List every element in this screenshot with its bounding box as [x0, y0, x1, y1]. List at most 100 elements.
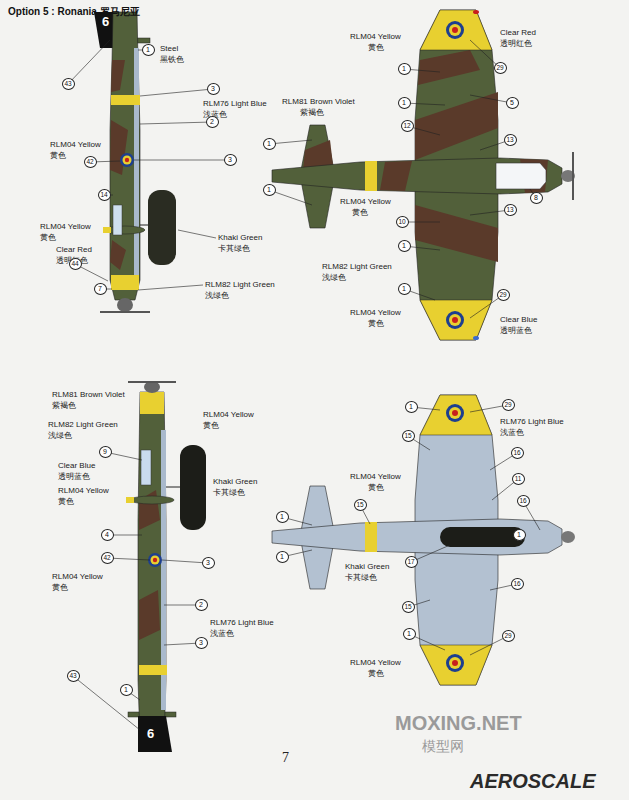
side-view-left-top — [111, 275, 139, 290]
paint-label: RLM81 Brown Violet — [52, 390, 125, 400]
paint-label: 黄色 — [352, 208, 368, 218]
bottom-view-lower-surface — [420, 645, 492, 685]
paint-label: RLM04 Yellow — [50, 140, 101, 150]
side-view-left-bottom — [148, 553, 162, 567]
side-view-left-top — [120, 153, 134, 167]
bottom-view-lower-surface — [452, 410, 458, 416]
callout-number: 16 — [511, 447, 524, 459]
leader-line — [282, 405, 540, 655]
paint-label: RLM04 Yellow — [52, 572, 103, 582]
callout-number: 15 — [354, 499, 367, 511]
callout-number: 44 — [69, 258, 82, 270]
top-view-upper-surface — [496, 163, 546, 189]
side-view-left-bottom — [153, 558, 157, 562]
paint-label: Khaki Green — [218, 233, 262, 243]
callout-number: 1 — [120, 684, 133, 696]
callout-number: 1 — [263, 184, 276, 196]
paint-label: Khaki Green — [345, 562, 389, 572]
callout-number: 1 — [398, 97, 411, 109]
top-view-upper-surface — [446, 311, 464, 329]
side-view-left-top — [110, 12, 140, 300]
top-view-upper-surface — [446, 21, 464, 39]
callout-number: 1 — [142, 44, 155, 56]
top-view-upper-surface — [420, 10, 492, 50]
paint-label: 黄色 — [368, 43, 384, 53]
paint-label: RLM76 Light Blue — [203, 99, 267, 109]
paint-label: 透明蓝色 — [58, 472, 90, 482]
top-view-upper-surface — [272, 10, 575, 340]
callout-number: 1 — [398, 240, 411, 252]
callout-number: 1 — [405, 401, 418, 413]
paint-label: RLM76 Light Blue — [500, 417, 564, 427]
top-view-upper-surface — [452, 27, 458, 33]
callout-number: 3 — [202, 557, 215, 569]
callout-number: 1 — [276, 511, 289, 523]
leader-line — [68, 40, 230, 290]
top-view-upper-surface — [452, 317, 458, 323]
paint-label: RLM04 Yellow — [40, 222, 91, 232]
callout-number: 8 — [530, 192, 543, 204]
bottom-view-lower-surface — [446, 654, 464, 672]
callout-number: 17 — [405, 556, 418, 568]
paint-label: 浅蓝色 — [500, 428, 524, 438]
top-view-upper-surface — [415, 50, 498, 262]
side-view-left-bottom — [166, 487, 180, 488]
paint-label: 黄色 — [368, 669, 384, 679]
side-view-left-top — [103, 227, 111, 233]
paint-label: 浅绿色 — [322, 273, 346, 283]
bottom-view-lower-surface — [272, 519, 562, 555]
paint-label: 卡其绿色 — [218, 244, 250, 254]
bottom-view-lower-surface — [446, 404, 464, 422]
bottom-view-lower-surface — [561, 531, 575, 543]
side-view-left-bottom — [138, 716, 172, 752]
callout-number: 43 — [67, 670, 80, 682]
side-view-left-bottom — [130, 496, 174, 504]
side-view-left-bottom — [141, 450, 151, 485]
callout-number: 43 — [62, 78, 75, 90]
paint-label: 紫褐色 — [300, 108, 324, 118]
paint-label: RLM82 Light Green — [322, 262, 392, 272]
callout-number: 7 — [94, 283, 107, 295]
watermark: 模型网 — [422, 738, 464, 756]
paint-label: 黄色 — [50, 151, 66, 161]
side-view-left-bottom — [139, 665, 167, 675]
callout-number: 29 — [497, 289, 510, 301]
side-view-left-top — [111, 95, 140, 105]
callout-number: 13 — [504, 134, 517, 146]
bottom-view-lower-surface — [272, 486, 575, 589]
callout-number: 1 — [263, 138, 276, 150]
paint-label: Clear Blue — [500, 315, 537, 325]
side-view-left-bottom — [151, 556, 160, 565]
top-view-upper-surface — [420, 300, 492, 340]
callout-number: 1 — [398, 283, 411, 295]
paint-label: 透明蓝色 — [500, 326, 532, 336]
side-view-left-bottom — [126, 497, 134, 503]
paint-label: RLM04 Yellow — [350, 472, 401, 482]
leader-line — [269, 40, 536, 318]
paint-label: 紫褐色 — [52, 401, 76, 411]
watermark: MOXING.NET — [395, 712, 522, 735]
callout-number: 4 — [101, 529, 114, 541]
paint-label: 卡其绿色 — [213, 488, 245, 498]
callout-number: 11 — [512, 473, 525, 485]
paint-label: RLM82 Light Green — [48, 420, 118, 430]
side-view-left-top — [113, 205, 122, 235]
callout-number: 1 — [513, 529, 526, 541]
paint-label: 浅绿色 — [48, 431, 72, 441]
paint-label: 黄色 — [368, 483, 384, 493]
paint-label: 浅蓝色 — [210, 629, 234, 639]
callout-number: 15 — [402, 601, 415, 613]
page-title: Option 5 : Ronania 罗马尼亚 — [8, 5, 140, 19]
side-view-left-bottom — [140, 392, 164, 414]
side-view-left-bottom — [128, 381, 176, 383]
paint-label: 黄色 — [203, 421, 219, 431]
callout-number: 3 — [195, 637, 208, 649]
paint-label: RLM76 Light Blue — [210, 618, 274, 628]
paint-label: 黄色 — [52, 583, 68, 593]
callout-number: 3 — [224, 154, 237, 166]
paint-label: RLM04 Yellow — [350, 658, 401, 668]
callout-number: 29 — [502, 630, 515, 642]
paint-label: Clear Blue — [58, 461, 95, 471]
callout-number: 42 — [101, 552, 114, 564]
